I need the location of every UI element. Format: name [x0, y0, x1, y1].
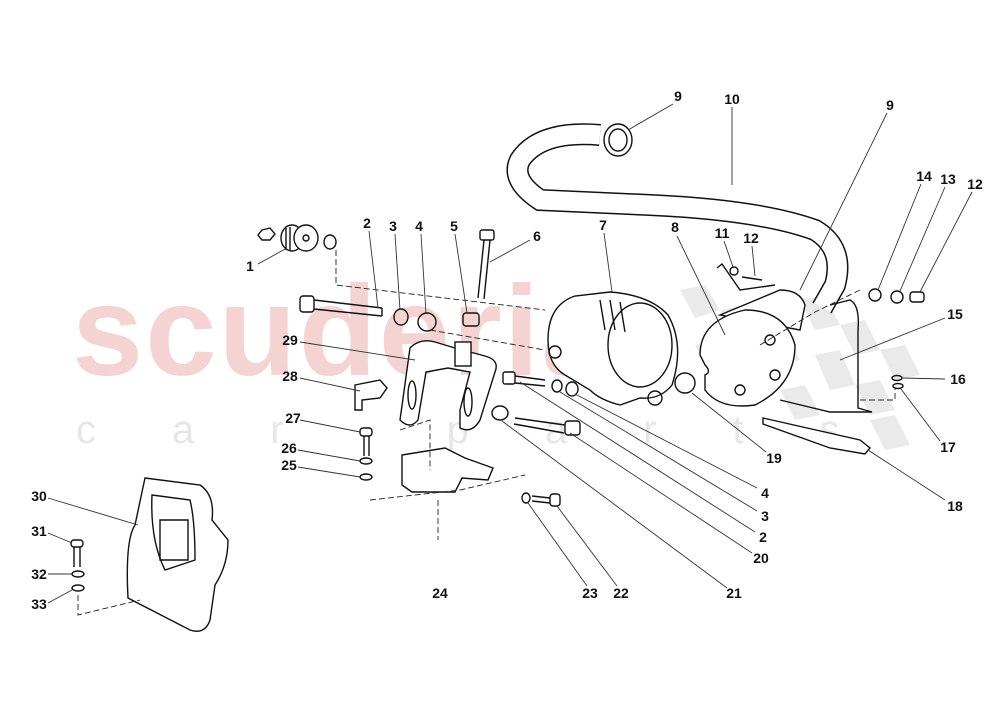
callout-label-24: 24: [432, 585, 448, 601]
callout-label-20: 20: [753, 550, 769, 566]
watermark-car-parts: car parts: [76, 408, 916, 452]
callout-label-13: 13: [940, 171, 956, 187]
callout-label-4: 4: [761, 485, 769, 501]
long-bolt-part-2: [299, 295, 383, 317]
bolt-part-6: [477, 229, 495, 300]
callout-label-26: 26: [281, 440, 297, 456]
bracket-part-15: [779, 299, 873, 413]
callout-label-2: 2: [363, 215, 371, 231]
washer-part-26: [359, 457, 373, 465]
callout-label-29: 29: [282, 332, 298, 348]
bolt-part-22: [531, 493, 561, 507]
mount-part-30: [126, 477, 229, 632]
callout-label-22: 22: [613, 585, 629, 601]
callout-label-3: 3: [389, 218, 397, 234]
sleeve-part-5: [462, 312, 480, 327]
washer-part-17: [892, 382, 904, 390]
housing-part-8: [699, 289, 806, 407]
bolt-part-20: [513, 417, 581, 436]
leader-lines: [47, 103, 973, 604]
bracket-part-24: [401, 447, 494, 493]
alternator-bolt: [502, 371, 546, 387]
callout-label-7: 7: [599, 217, 607, 233]
callout-label-6: 6: [533, 228, 541, 244]
watermark-scuderia: scuderia: [72, 260, 615, 403]
callout-label-12: 12: [967, 176, 983, 192]
washer-part-4: [417, 312, 437, 332]
callout-label-3: 3: [761, 508, 769, 524]
callout-label-19: 19: [766, 450, 782, 466]
callout-label-27: 27: [285, 410, 301, 426]
callout-label-33: 33: [31, 596, 47, 612]
washer-part-13: [890, 290, 904, 304]
callout-label-32: 32: [31, 566, 47, 582]
callout-label-9: 9: [886, 97, 894, 113]
bracket-arm: [716, 262, 776, 291]
callout-label-21: 21: [726, 585, 742, 601]
callout-label-1: 1: [246, 258, 254, 274]
callout-label-4: 4: [415, 218, 423, 234]
callout-label-9: 9: [674, 88, 682, 104]
washer-part-23: [521, 492, 531, 504]
callout-label-11: 11: [714, 225, 730, 241]
washer-part-33: [71, 584, 85, 592]
bolt-part-27: [359, 427, 373, 456]
washer-part-14: [868, 288, 882, 302]
callout-label-30: 30: [31, 488, 47, 504]
clamp-part-28: [354, 379, 388, 411]
washer-part-25: [359, 473, 373, 481]
callout-label-18: 18: [947, 498, 963, 514]
washer-part-11: [729, 266, 739, 276]
callout-label-2: 2: [759, 529, 767, 545]
callout-label-14: 14: [916, 168, 932, 184]
spacer-part-19: [674, 372, 696, 394]
callout-label-23: 23: [582, 585, 598, 601]
assembly-lines: [77, 250, 896, 616]
callout-label-17: 17: [940, 439, 956, 455]
bolt-part-31: [70, 539, 84, 567]
washer-part-16: [891, 374, 903, 382]
alternator-part-7: [547, 291, 679, 406]
callout-label-31: 31: [31, 523, 47, 539]
callout-label-5: 5: [450, 218, 458, 234]
callout-label-12: 12: [743, 230, 759, 246]
bolt-part-12: [741, 276, 763, 281]
plate-part-18: [762, 417, 871, 455]
part-outlines: [70, 123, 925, 632]
callout-label-10: 10: [724, 91, 740, 107]
callout-label-16: 16: [950, 371, 966, 387]
callout-label-15: 15: [947, 306, 963, 322]
callout-label-8: 8: [671, 219, 679, 235]
pulley-part-1: [257, 224, 337, 252]
callout-label-28: 28: [282, 368, 298, 384]
bolt-part-12b: [909, 291, 925, 303]
callout-label-25: 25: [281, 457, 297, 473]
washer-part-21: [491, 405, 509, 421]
washer-part-32: [71, 570, 85, 578]
washer-part-3: [393, 308, 409, 326]
bracket-part-29: [399, 340, 497, 431]
